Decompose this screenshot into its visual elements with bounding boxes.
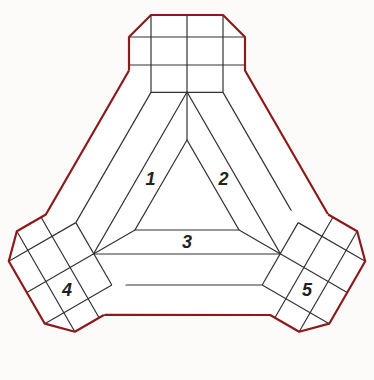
callout-number: 4 (62, 281, 72, 299)
callout-number: 5 (302, 281, 312, 299)
callout-number: 2 (218, 170, 228, 188)
callout-number: 3 (182, 233, 192, 251)
callout-number: 1 (146, 170, 156, 188)
central-triangle-bands (94, 92, 281, 254)
